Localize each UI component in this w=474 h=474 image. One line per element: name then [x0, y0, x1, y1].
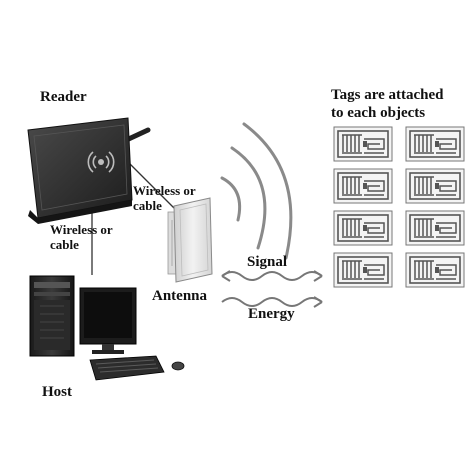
reader-antenna-link-label: Wireless or cable — [133, 183, 196, 213]
rfid-tag — [333, 252, 393, 288]
host-computer — [29, 275, 185, 381]
tags-caption: Tags are attached to each objects — [331, 86, 444, 122]
reader-antenna-link-line1: Wireless or — [133, 183, 196, 198]
host-monitor — [79, 287, 137, 354]
energy-label: Energy — [248, 306, 295, 322]
reader-to-antenna-line — [127, 161, 179, 213]
antenna-device — [167, 197, 213, 283]
reader-host-link-label: Wireless or cable — [50, 222, 113, 252]
rfid-tag — [333, 210, 393, 246]
rfid-tag — [405, 126, 465, 162]
tag-grid — [333, 126, 465, 288]
rfid-tag — [405, 168, 465, 204]
signal-wave — [221, 270, 323, 282]
tags-caption-line2: to each objects — [331, 105, 426, 121]
host-mouse — [171, 361, 185, 371]
reader-device — [27, 117, 151, 224]
rfid-tag — [333, 168, 393, 204]
energy-wave — [221, 296, 323, 308]
reader-label: Reader — [40, 89, 87, 105]
signal-label: Signal — [247, 254, 288, 270]
rfid-tag — [333, 126, 393, 162]
radio-waves — [220, 122, 293, 260]
reader-host-link-line2: cable — [50, 237, 79, 252]
reader-host-link-line1: Wireless or — [50, 222, 113, 237]
rfid-tag — [405, 210, 465, 246]
host-label: Host — [42, 384, 72, 400]
reader-antenna-link-line2: cable — [133, 198, 162, 213]
antenna-label: Antenna — [152, 288, 208, 304]
host-tower — [29, 275, 75, 357]
rfid-tag — [405, 252, 465, 288]
host-keyboard — [89, 355, 165, 381]
reader-wireless-icon — [87, 151, 115, 173]
tags-caption-line1: Tags are attached — [331, 87, 444, 103]
